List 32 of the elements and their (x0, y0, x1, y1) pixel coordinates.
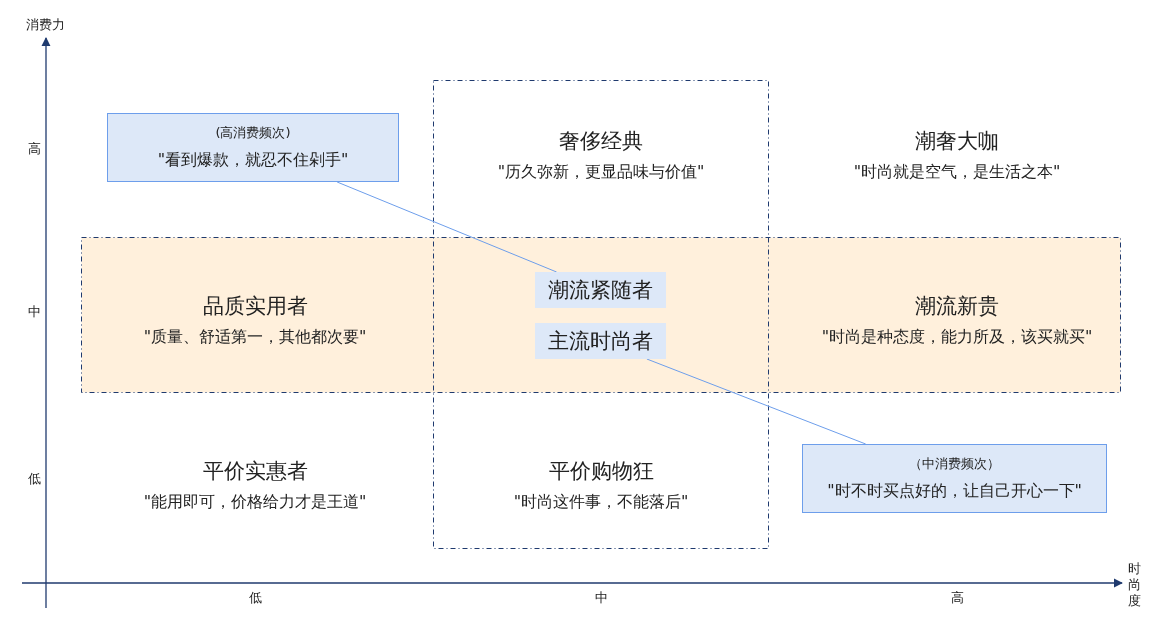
callout-box (107, 113, 399, 182)
axis-tick-label: 高 (27, 140, 41, 156)
segment-quote: "时尚是种态度，能力所及，该买就买" (821, 326, 1093, 348)
callout-box (802, 444, 1107, 513)
axis-tick-label: 中 (27, 303, 41, 319)
axis-tick-label: 高 (950, 589, 964, 605)
segment-title: 品质实用者 (202, 293, 308, 320)
segment-quote: "时尚这件事，不能落后" (513, 491, 689, 513)
frequency-note: (高消费频次) (215, 123, 291, 142)
segment-quote: "历久弥新，更显品味与价值" (497, 161, 705, 183)
axis-title: 消费力 (25, 16, 65, 32)
axis-tick-label: 低 (27, 470, 41, 486)
segment-quote: "能用即可，价格给力才是王道" (143, 491, 367, 513)
axis-tick-label: 低 (248, 589, 262, 605)
frequency-note: （中消费频次） (909, 454, 1000, 473)
segment-title: 奢侈经典 (559, 128, 643, 155)
highlight-label: 主流时尚者 (535, 323, 666, 359)
segment-quote: "质量、舒适第一，其他都次要" (143, 326, 367, 348)
axis-title: 时尚度 (1127, 561, 1141, 609)
segment-title: 潮流新贵 (915, 293, 999, 320)
connector-line (336, 181, 558, 273)
highlight-label: 潮流紧随者 (535, 272, 666, 308)
quote-text: "看到爆款，就忍不住剁手" (157, 148, 349, 171)
dashed-region (433, 80, 769, 549)
dashed-region (81, 237, 1121, 393)
axis-tick-label: 中 (594, 589, 608, 605)
segment-title: 平价购物狂 (548, 458, 654, 485)
connector-line (646, 358, 867, 445)
segment-quote: "时尚就是空气，是生活之本" (853, 161, 1061, 183)
quote-text: "时不时买点好的，让自己开心一下" (827, 479, 1082, 502)
segment-title: 平价实惠者 (202, 458, 308, 485)
segment-title: 潮奢大咖 (915, 128, 999, 155)
